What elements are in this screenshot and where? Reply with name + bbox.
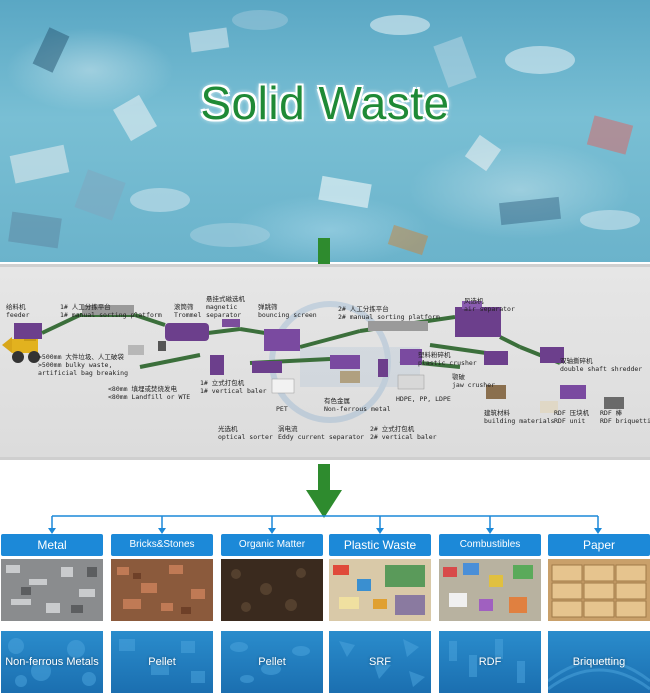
metal-photo — [1, 559, 103, 621]
product-srf: SRF — [329, 631, 431, 693]
organic-matter-photo — [221, 559, 323, 621]
label-landfill: <80mm 填埋或焚烧发电<80mm Landfill or WTE — [108, 385, 191, 401]
waste-pile-illustration — [8, 10, 640, 256]
bricks-stones-photo — [111, 559, 213, 621]
category-bricks-stones: Bricks&Stones — [111, 534, 213, 556]
tree-lines — [48, 515, 602, 534]
product-label: Briquetting — [572, 656, 626, 668]
hero-banner: Solid Waste — [0, 0, 650, 262]
category-metal: Metal — [1, 534, 103, 556]
product-briquetting: Briquetting — [548, 631, 650, 693]
category-organic-matter: Organic Matter — [221, 534, 323, 556]
product-label: Pellet — [148, 656, 176, 668]
category-combustibles: Combustibles — [439, 534, 541, 556]
product-pellet-2: Pellet — [221, 631, 323, 693]
label-bulky-waste: >500mm 大件垃圾、人工破袋>500mm bulky waste,artif… — [38, 353, 129, 377]
product-label: Pellet — [258, 656, 286, 668]
product-label: RDF — [478, 656, 502, 668]
product-rdf: RDF — [439, 631, 541, 693]
down-arrow-icon — [306, 464, 342, 518]
product-label: SRF — [369, 656, 391, 668]
product-pellet-1: Pellet — [111, 631, 213, 693]
hero-title: Solid Waste — [200, 77, 450, 129]
material-piles — [128, 345, 624, 413]
category-plastic-waste: Plastic Waste — [329, 534, 431, 556]
product-non-ferrous-metals: Non-ferrous Metals — [1, 631, 103, 693]
label-pet: PET — [276, 405, 288, 413]
combustibles-photo — [439, 559, 541, 621]
process-machinery-illustration — [2, 301, 624, 423]
product-label: Non-ferrous Metals — [5, 656, 99, 668]
plastic-waste-photo — [329, 559, 431, 621]
category-paper: Paper — [548, 534, 650, 556]
label-hdpe-pp-ldpe: HDPE, PP, LDPE — [396, 395, 451, 403]
paper-photo — [548, 559, 650, 621]
